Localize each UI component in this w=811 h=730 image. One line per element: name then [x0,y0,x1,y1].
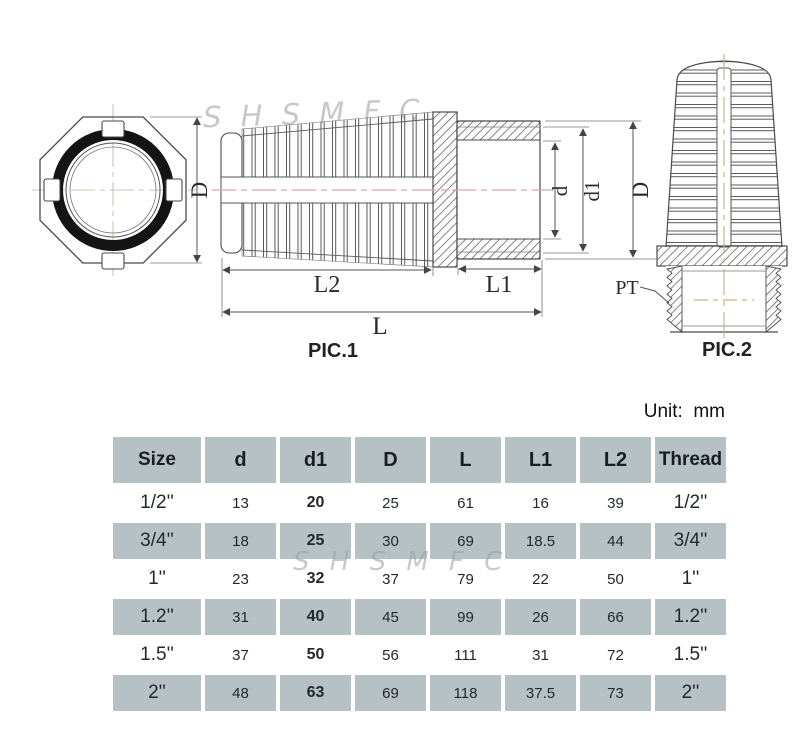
table-cell: 31 [532,646,549,664]
tube-wall-top [456,120,541,141]
table-cell: 37.5 [505,675,576,711]
table-cell: 1.2'' [655,599,726,635]
dim-label-L1: L1 [486,272,513,298]
table-cell: 61 [457,494,474,512]
table-cell: 3/4'' [113,523,201,559]
table-cell: 31 [205,599,276,635]
table-cell: 1/2'' [673,492,708,513]
col-header-size: Size [113,437,201,483]
pic2-drawing: PT PIC.2 [615,54,788,361]
table-cell: 45 [355,599,426,635]
col-header-d: d [205,437,276,483]
col-header-L2: L2 [580,437,651,483]
table-cell: 23 [232,570,249,588]
table-cell: 1/2'' [140,492,174,513]
technical-drawing: S H S M F C D [32,54,788,362]
dim-label-L2: L2 [314,272,341,298]
col-header-thread: Thread [655,437,726,483]
unit-label: Unit: mm [643,401,725,422]
col-header-L: L [430,437,501,483]
dim-label-D-right: D [628,182,653,199]
table-cell: 99 [430,599,501,635]
dim-label-L: L [372,313,387,340]
table-cell: 1'' [148,568,166,589]
table-cell: 25 [382,494,399,512]
table-cell: 16 [532,494,549,512]
table-cell: 73 [580,675,651,711]
dim-label-d: d [548,185,572,196]
table-cell: 1'' [681,568,700,589]
table-cell: 22 [532,570,549,588]
table-cell: 3/4'' [655,523,726,559]
table-cell: 40 [280,599,351,635]
table-cell: 39 [607,494,624,512]
table-cell: 25 [280,523,351,559]
table-cell: 69 [430,523,501,559]
table-cell: 1.2'' [113,599,201,635]
table-cell: 48 [205,675,276,711]
table-cell: 13 [232,494,249,512]
table-cell: 18 [205,523,276,559]
col-header-L1: L1 [505,437,576,483]
col-header-d1: d1 [280,437,351,483]
table-cell: 1.5'' [140,644,174,665]
ring-tabs [43,120,183,270]
table-cell: 20 [306,494,325,511]
table-cell: 66 [580,599,651,635]
pic2-caption: PIC.2 [702,339,752,361]
col-header-D: D [355,437,426,483]
table-cell: 1.5'' [673,644,708,665]
tube-wall-bottom [456,238,541,260]
table-cell: 32 [306,570,325,587]
octagon-outline [39,116,187,264]
table-cell: 2'' [655,675,726,711]
table-cell: 79 [457,570,474,588]
front-view-drawing: D [32,104,212,276]
dimension-table: Size d d1 D L L1 L2 Thread 1/2'' 13 20 2… [113,437,726,711]
table-cell: 18.5 [505,523,576,559]
dim-label-d1: d1 [580,181,604,202]
table-cell: 44 [580,523,651,559]
dim-label-D-front: D [187,182,212,199]
table-cell: 111 [454,646,477,664]
table-cell: 37 [382,570,399,588]
pic1-caption: PIC.1 [308,340,358,362]
thread-right [765,265,783,333]
table-cell: 30 [355,523,426,559]
thread-left [665,265,683,333]
pic2-flange [656,245,788,267]
table-cell: 50 [306,646,325,663]
table-cell: 63 [280,675,351,711]
table-cell: 2'' [113,675,201,711]
table-cell: 118 [430,675,501,711]
table-cell: 69 [355,675,426,711]
pic1-drawing: L2 L1 L d d1 D PIC.1 [212,111,656,362]
table-cell: 37 [232,646,249,664]
table-cell: 50 [607,570,624,588]
table-cell: 56 [382,646,399,664]
table-cell: 72 [607,646,624,664]
thread-type-label: PT [615,277,638,299]
table-cell: 26 [505,599,576,635]
